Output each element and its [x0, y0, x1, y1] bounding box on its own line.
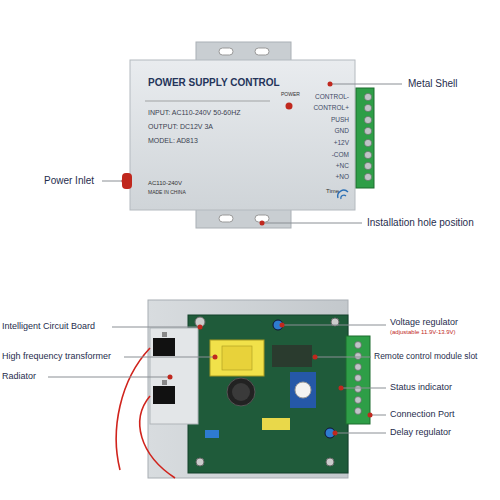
- callout-label: Metal Shell: [408, 78, 457, 89]
- printed-marking: POWER SUPPLY CONTROL: [148, 77, 280, 88]
- callout-label: Radiator: [2, 372, 36, 382]
- printed-marking: GND: [335, 127, 349, 134]
- callout-label: High frequency transformer: [2, 352, 111, 362]
- printed-marking: CONTROL-: [315, 93, 349, 100]
- device-case: POWER SUPPLY CONTROL INPUT: AC110-240V 50…: [130, 60, 355, 210]
- callout-label: Delay regulator: [390, 428, 451, 438]
- printed-marking: MODEL: AD813: [148, 137, 198, 145]
- printed-marking: +12V: [334, 139, 349, 146]
- printed-marking: MADE IN CHINA: [148, 190, 186, 196]
- callout-label: Connection Port: [390, 410, 455, 420]
- callout-label: Installation hole position: [367, 217, 474, 228]
- callout-label: Remote control module slot: [374, 352, 477, 361]
- printed-marking: OUTPUT: DC12V 3A: [148, 123, 213, 131]
- printed-marking: INPUT: AC110-240V 50-60HZ: [148, 109, 240, 117]
- printed-marking: CONTROL+: [313, 104, 349, 111]
- printed-marking: +NC: [336, 162, 349, 169]
- printed-marking: AC110-240V: [148, 180, 182, 187]
- callout-label: (adjustable 11.9V-13.9V): [390, 329, 456, 336]
- printed-marking: Time: [326, 188, 339, 195]
- callout-label: Intelligent Circuit Board: [2, 322, 95, 332]
- callout-label: Power Inlet: [44, 175, 94, 186]
- printed-marking: POWER: [281, 92, 300, 98]
- printed-marking: PUSH: [331, 116, 349, 123]
- printed-marking: +NO: [335, 173, 349, 180]
- printed-marking: -COM: [332, 151, 349, 158]
- callout-label: Status indicator: [390, 383, 452, 393]
- callout-label: Voltage regulator: [390, 318, 458, 328]
